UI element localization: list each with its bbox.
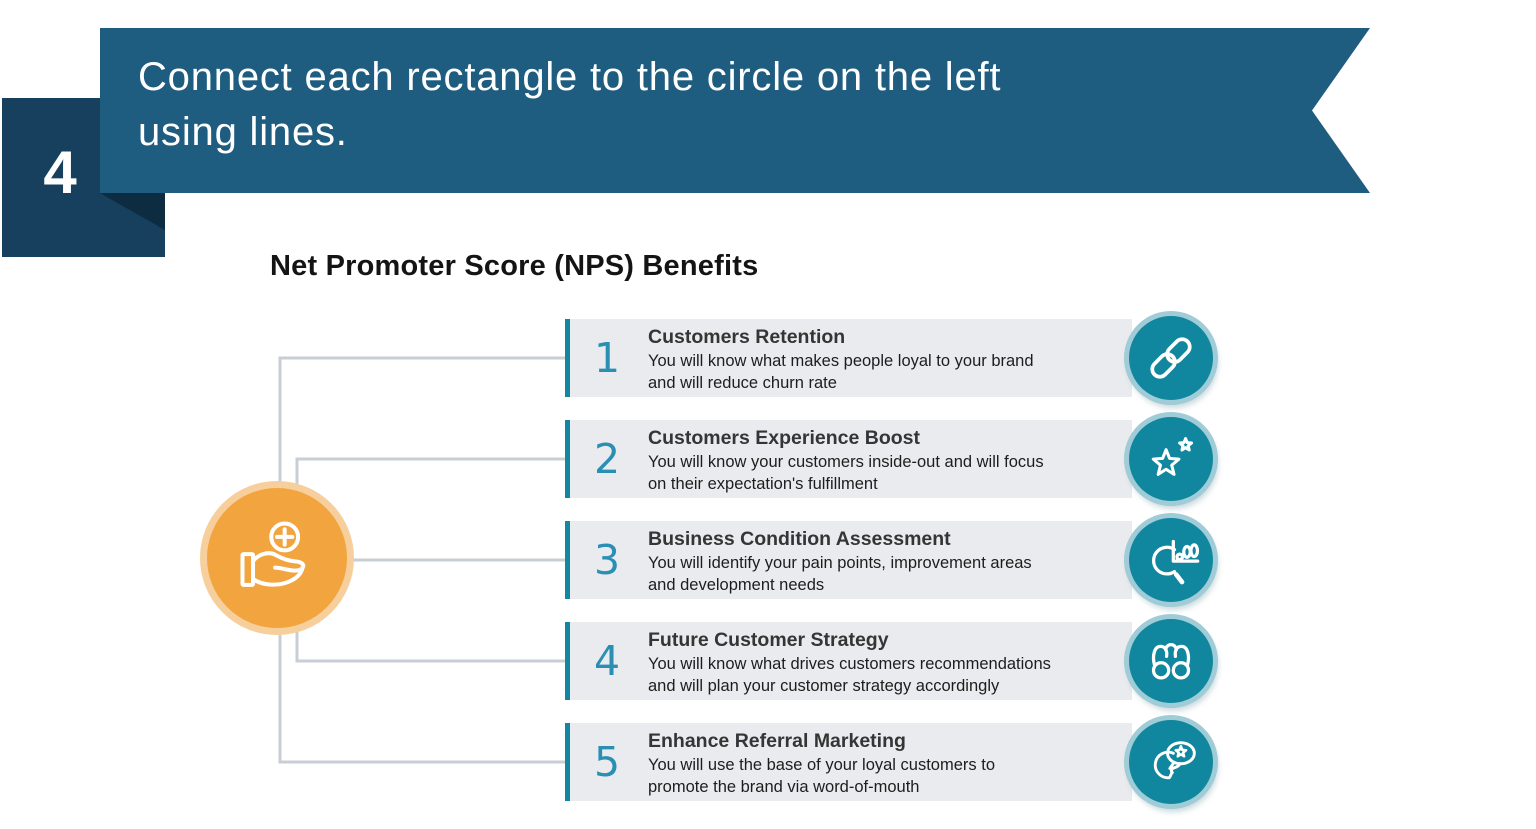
benefit-description: You will identify your pain points, impr… [648, 554, 1032, 594]
benefit-description: You will know what makes people loyal to… [648, 352, 1034, 392]
benefit-icon-badge[interactable] [1124, 513, 1218, 607]
row-accent-bar [565, 319, 570, 397]
benefit-row[interactable]: 3 Business Condition Assessment You will… [565, 513, 1218, 607]
benefit-title: Business Condition Assessment [648, 528, 951, 550]
benefit-icon-badge[interactable] [1124, 412, 1218, 506]
diagram-title: Net Promoter Score (NPS) Benefits [270, 250, 759, 282]
benefit-number: 3 [593, 536, 621, 584]
step-number: 4 [43, 139, 77, 206]
row-accent-bar [565, 622, 570, 700]
row-accent-bar [565, 420, 570, 498]
benefit-row[interactable]: 4 Future Customer Strategy You will know… [565, 614, 1218, 708]
benefit-description: You will use the base of your loyal cust… [648, 756, 995, 796]
benefit-title: Future Customer Strategy [648, 629, 889, 651]
benefit-title: Enhance Referral Marketing [648, 730, 906, 752]
hand-plus-icon [231, 517, 323, 599]
chain-link-icon [1143, 330, 1199, 386]
instruction-text: Connect each rectangle to the circle on … [138, 55, 1002, 154]
benefit-icon-badge[interactable] [1124, 311, 1218, 405]
benefit-icon-badge[interactable] [1124, 614, 1218, 708]
benefit-number: 5 [593, 738, 621, 786]
benefit-title: Customers Retention [648, 326, 846, 348]
benefit-description: You will know what drives customers reco… [648, 655, 1051, 695]
magnifier-chart-icon [1142, 532, 1200, 588]
benefit-number: 1 [593, 334, 621, 382]
benefit-icon-badge[interactable] [1124, 715, 1218, 809]
instruction-banner: Connect each rectangle to the circle on … [100, 28, 1370, 193]
benefit-row[interactable]: 5 Enhance Referral Marketing You will us… [565, 715, 1218, 809]
benefit-description: You will know your customers inside-out … [648, 453, 1044, 493]
benefit-number: 2 [593, 435, 621, 483]
binoculars-icon [1143, 633, 1199, 689]
speech-bubble-star-icon [1143, 734, 1199, 790]
benefit-row[interactable]: 1 Customers Retention You will know what… [565, 311, 1218, 405]
benefit-row[interactable]: 2 Customers Experience Boost You will kn… [565, 412, 1218, 506]
row-accent-bar [565, 723, 570, 801]
benefit-title: Customers Experience Boost [648, 427, 921, 449]
star-rating-icon [1143, 431, 1199, 487]
row-accent-bar [565, 521, 570, 599]
hub-circle[interactable] [200, 481, 354, 635]
benefit-number: 4 [593, 637, 621, 685]
